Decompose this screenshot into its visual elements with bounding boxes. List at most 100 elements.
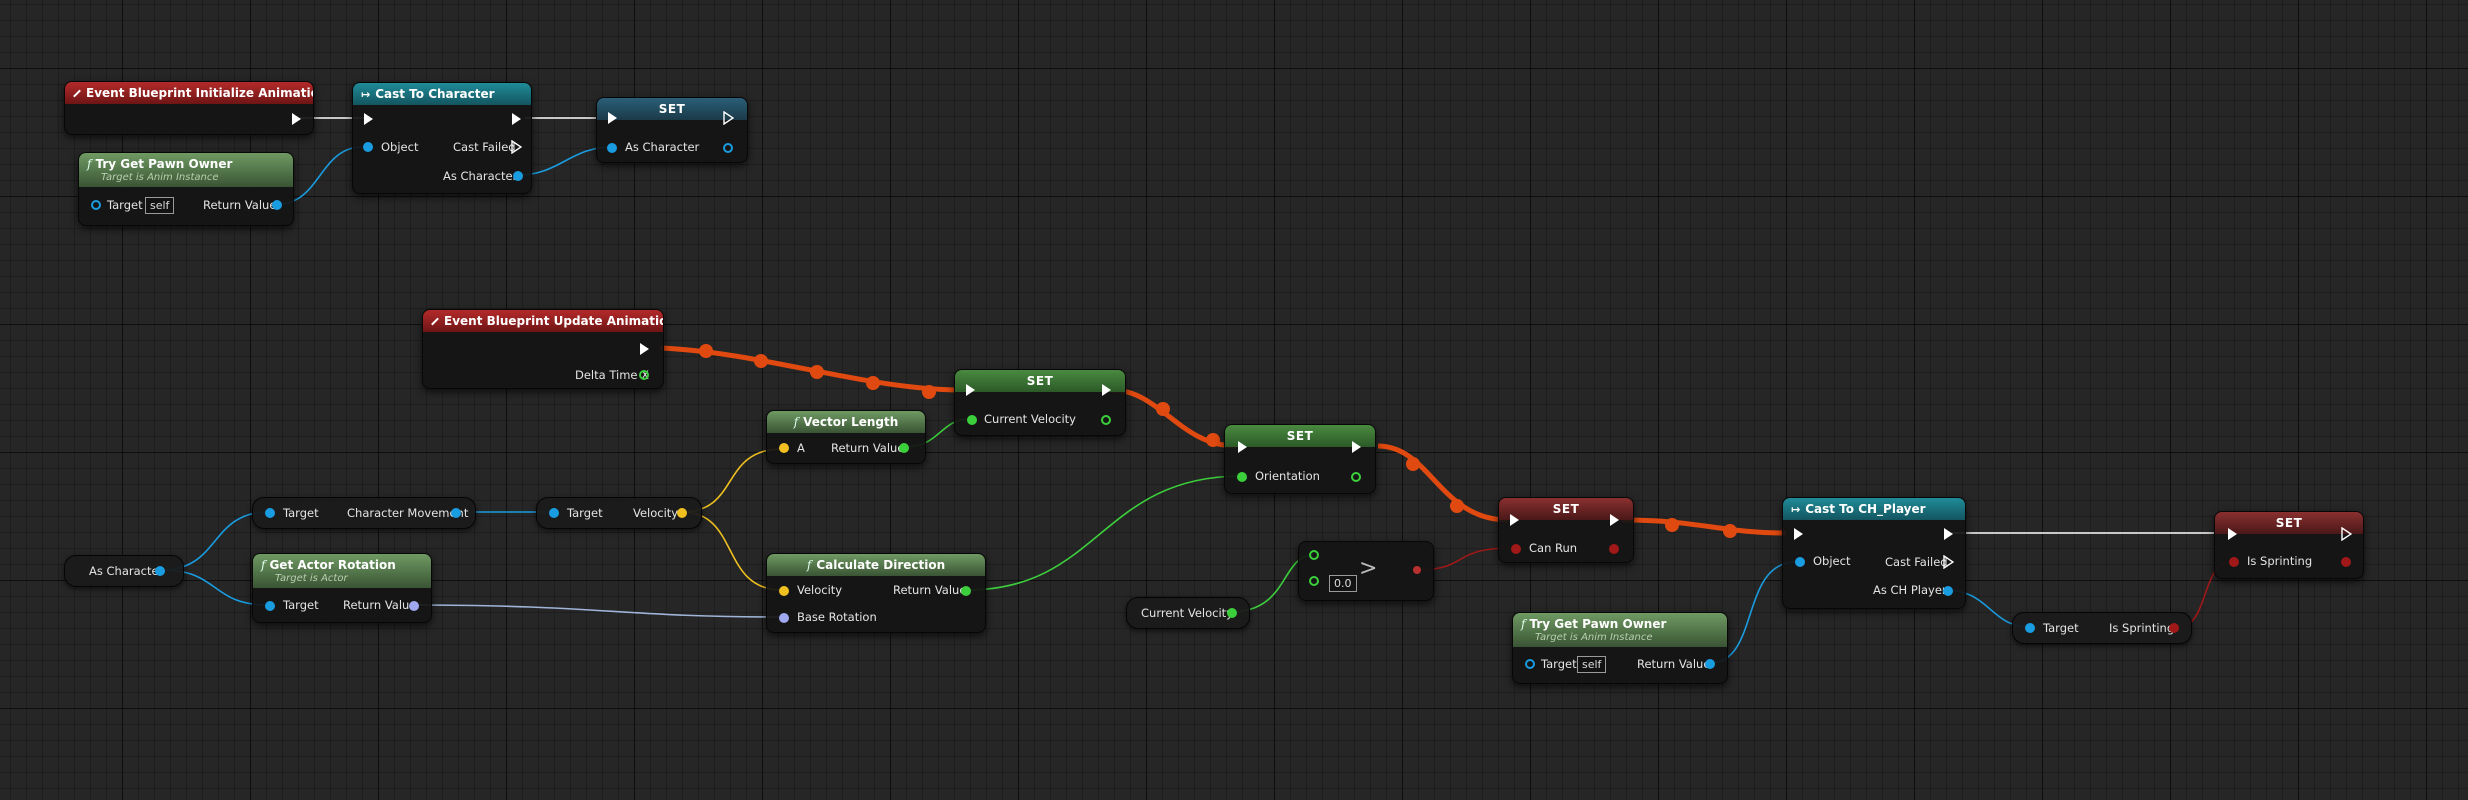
exec-out-pin[interactable] (1609, 513, 1620, 527)
velocity-getter[interactable]: Target Velocity (536, 497, 702, 529)
exec-wire-bubble (1723, 524, 1737, 538)
value-pin[interactable] (2229, 557, 2239, 567)
return-value-pin[interactable] (961, 586, 971, 596)
rotator-wire (412, 604, 783, 618)
velocity-pin[interactable] (779, 586, 789, 596)
set-current-velocity-node[interactable]: SET Current Velocity (954, 369, 1126, 436)
output-pin[interactable] (1227, 608, 1237, 618)
exec-out-pin[interactable] (511, 112, 522, 126)
target-label: Target (283, 598, 319, 612)
output-pin[interactable] (1351, 472, 1361, 482)
as-character-pin[interactable] (513, 171, 523, 181)
character-movement-getter[interactable]: Target Character Movement (252, 497, 476, 529)
value-pin[interactable] (1237, 472, 1247, 482)
a-pin[interactable] (1309, 550, 1319, 560)
set-is-sprinting-node[interactable]: SET Is Sprinting (2214, 511, 2364, 579)
output-pin[interactable] (723, 143, 733, 153)
exec-out-pin[interactable] (291, 112, 302, 126)
base-rotation-pin[interactable] (779, 613, 789, 623)
exec-out-pin[interactable] (1351, 440, 1362, 454)
exec-out-pin[interactable] (723, 110, 735, 126)
output-pin[interactable] (2169, 623, 2179, 633)
velocity-label: Velocity (633, 506, 679, 520)
var-label: Can Run (1529, 541, 1578, 555)
target-pin[interactable] (2025, 623, 2035, 633)
base-rotation-label: Base Rotation (797, 610, 877, 624)
cast-failed-label: Cast Failed (1885, 555, 1948, 569)
target-pin[interactable] (91, 200, 101, 210)
target-self-field[interactable]: self (145, 197, 175, 214)
node-title: Vector Length (803, 415, 899, 429)
output-pin[interactable] (677, 508, 687, 518)
output-pin[interactable] (1101, 415, 1111, 425)
is-sprinting-getter[interactable]: Target Is Sprinting (2012, 612, 2192, 644)
greater-than-node[interactable]: 0.0 > (1298, 541, 1434, 601)
value-pin[interactable] (967, 415, 977, 425)
value-pin[interactable] (1511, 544, 1521, 554)
a-pin[interactable] (779, 443, 789, 453)
exec-out-pin[interactable] (1943, 527, 1954, 541)
output-pin[interactable] (1413, 566, 1421, 574)
delta-time-pin[interactable] (639, 370, 649, 380)
as-ch-player-pin[interactable] (1943, 586, 1953, 596)
current-velocity-getter[interactable]: Current Velocity (1126, 597, 1250, 629)
object-label: Object (381, 140, 419, 154)
return-value-pin[interactable] (899, 443, 909, 453)
return-value-pin[interactable] (409, 601, 419, 611)
target-label: Target (2043, 621, 2079, 635)
cast-arrow-icon: ↦ (1791, 502, 1801, 516)
set-orientation-node[interactable]: SET Orientation (1224, 424, 1376, 494)
exec-out-pin[interactable] (639, 342, 650, 356)
output-pin[interactable] (155, 566, 165, 576)
exec-in-pin[interactable] (965, 383, 976, 397)
exec-in-pin[interactable] (607, 111, 618, 125)
target-pin[interactable] (549, 508, 559, 518)
set-title: SET (2275, 516, 2303, 530)
cast-to-character-node[interactable]: ↦ Cast To Character Object Cast Failed A… (352, 82, 532, 194)
exec-in-pin[interactable] (363, 112, 374, 126)
exec-in-pin[interactable] (1509, 513, 1520, 527)
output-pin[interactable] (1609, 544, 1619, 554)
object-pin[interactable] (1795, 557, 1805, 567)
b-pin[interactable] (1309, 576, 1319, 586)
target-label: Target (283, 506, 319, 520)
output-pin[interactable] (451, 508, 461, 518)
cast-header: ↦ Cast To CH_Player (1783, 498, 1965, 520)
exec-out-pin[interactable] (2341, 526, 2353, 542)
exec-out-pin[interactable] (1101, 383, 1112, 397)
return-value-pin[interactable] (1705, 659, 1715, 669)
target-pin[interactable] (265, 508, 275, 518)
as-character-getter[interactable]: As Character (64, 555, 184, 587)
cast-failed-pin[interactable] (1943, 554, 1955, 570)
exec-in-pin[interactable] (2227, 527, 2238, 541)
return-value-pin[interactable] (272, 200, 282, 210)
cast-to-ch-player-node[interactable]: ↦ Cast To CH_Player Object Cast Failed A… (1782, 497, 1966, 609)
event-diamond-icon (431, 317, 439, 325)
value-pin[interactable] (607, 143, 617, 153)
target-self-field[interactable]: self (1577, 656, 1607, 673)
cast-failed-pin[interactable] (511, 139, 523, 155)
object-pin[interactable] (363, 142, 373, 152)
active-exec-wire (1621, 517, 1787, 536)
init-event-node[interactable]: Event Blueprint Initialize Animation (64, 81, 314, 135)
exec-in-pin[interactable] (1793, 527, 1804, 541)
target-pin[interactable] (1525, 659, 1535, 669)
set-as-character-node[interactable]: SET As Character (596, 97, 748, 163)
exec-in-pin[interactable] (1237, 440, 1248, 454)
function-icon: f (261, 558, 266, 572)
b-value-field[interactable]: 0.0 (1329, 575, 1357, 592)
output-pin[interactable] (2341, 557, 2351, 567)
var-label: Current Velocity (984, 412, 1076, 426)
set-title: SET (1286, 429, 1314, 443)
target-pin[interactable] (265, 601, 275, 611)
cast-arrow-icon: ↦ (361, 87, 371, 101)
function-icon: f (1521, 617, 1526, 631)
set-can-run-node[interactable]: SET Can Run (1498, 497, 1634, 563)
update-event-node[interactable]: Event Blueprint Update Animation Delta T… (422, 309, 664, 389)
